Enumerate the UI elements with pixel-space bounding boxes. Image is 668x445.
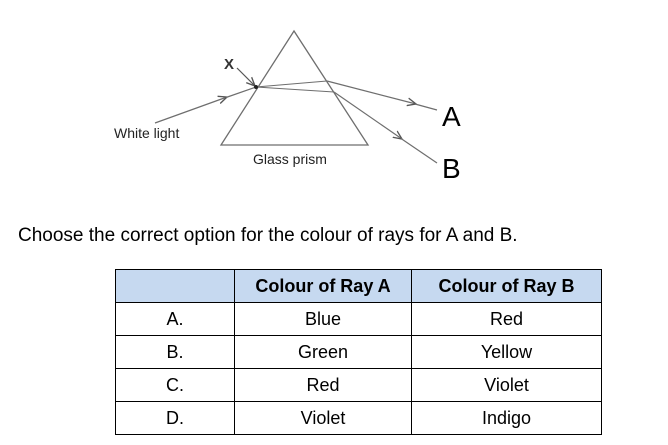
table-row[interactable]: B. Green Yellow — [115, 335, 602, 369]
ray-b-colour: Red — [411, 302, 602, 336]
ray-a-colour: Red — [234, 368, 412, 402]
incident-ray-segment-1 — [154, 97, 227, 124]
glass-prism — [219, 29, 370, 146]
header-ray-a: Colour of Ray A — [234, 269, 412, 303]
ray-a-colour: Blue — [234, 302, 412, 336]
option-label[interactable]: B. — [115, 335, 235, 369]
emergent-ray-b-segment-1 — [333, 91, 402, 139]
white-light-label: White light — [114, 125, 179, 141]
header-blank — [115, 269, 235, 303]
ray-a-colour: Violet — [234, 401, 412, 435]
emergent-ray-a-segment-1 — [326, 80, 416, 104]
table-row[interactable]: D. Violet Indigo — [115, 401, 602, 435]
internal-ray-a — [255, 80, 328, 88]
option-label[interactable]: D. — [115, 401, 235, 435]
prism-diagram: X White light Glass prism A B — [114, 29, 461, 184]
table-row[interactable]: A. Blue Red — [115, 302, 602, 336]
glass-prism-label: Glass prism — [253, 151, 327, 167]
options-table: Colour of Ray A Colour of Ray B A. Blue … — [115, 269, 602, 435]
table-header-row: Colour of Ray A Colour of Ray B — [115, 269, 602, 303]
option-label[interactable]: A. — [115, 302, 235, 336]
ray-a-colour: Green — [234, 335, 412, 369]
ray-b-colour: Violet — [411, 368, 602, 402]
point-x-label: X — [224, 56, 234, 73]
question-text: Choose the correct option for the colour… — [18, 225, 518, 246]
option-label[interactable]: C. — [115, 368, 235, 402]
ray-b-label: B — [442, 153, 461, 184]
point-x-pointer — [236, 67, 255, 86]
header-ray-b: Colour of Ray B — [411, 269, 602, 303]
ray-a-label: A — [442, 101, 461, 132]
emergent-ray-b-segment-2 — [400, 138, 438, 164]
ray-b-colour: Yellow — [411, 335, 602, 369]
internal-ray-b — [255, 86, 335, 93]
table-row[interactable]: C. Red Violet — [115, 368, 602, 402]
emergent-ray-a-segment-2 — [414, 103, 438, 111]
incident-ray-segment-2 — [225, 86, 257, 99]
entry-point-dot — [254, 85, 258, 89]
ray-b-colour: Indigo — [411, 401, 602, 435]
